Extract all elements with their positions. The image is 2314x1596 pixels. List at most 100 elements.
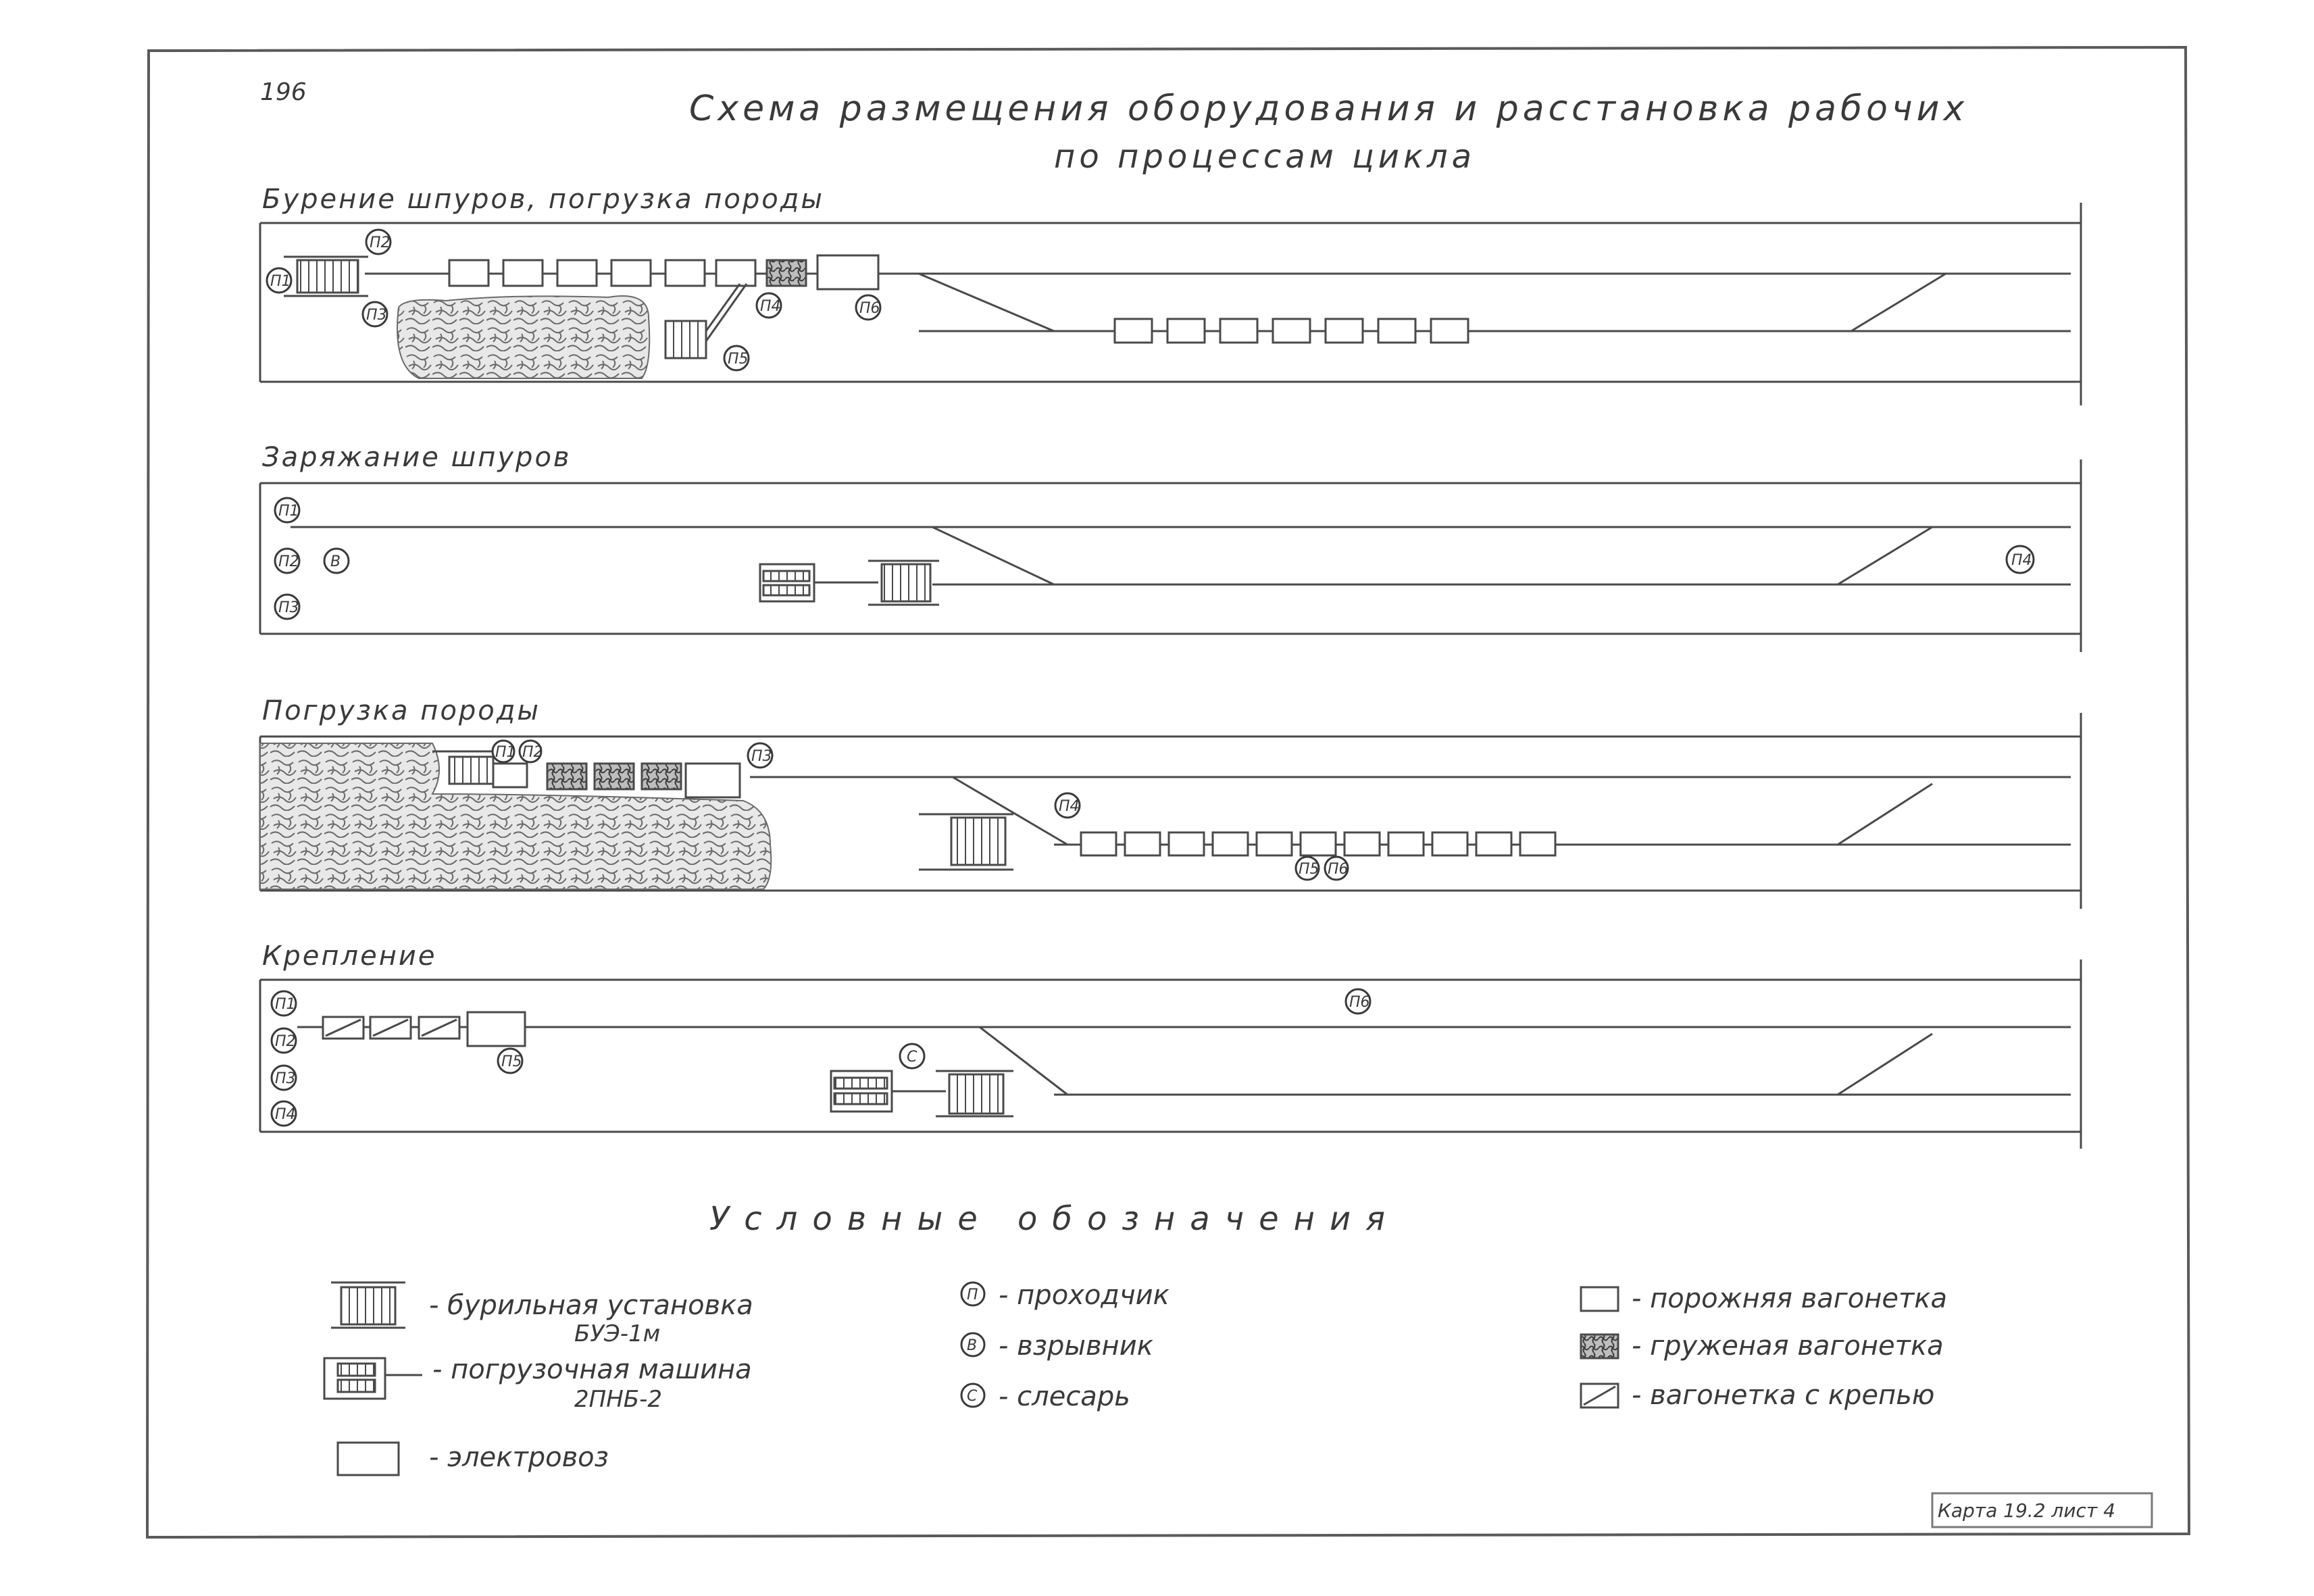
- stamp-text: Карта 19.2 лист 4: [1938, 1499, 2115, 1522]
- worker-marker: П3: [274, 593, 301, 620]
- legend-loader-label: - погрузочная машина: [432, 1354, 752, 1385]
- worker-marker: П2: [270, 1027, 297, 1054]
- worker-marker: П2: [518, 739, 543, 764]
- legend-blaster-label: - взрывник: [999, 1330, 1153, 1362]
- worker-marker: П4: [270, 1100, 297, 1127]
- worker-marker: П1: [266, 267, 293, 294]
- empty-car: [1113, 318, 1153, 344]
- worker-marker: П4: [755, 292, 782, 319]
- worker-marker: П3: [270, 1064, 297, 1091]
- section-label: Бурение шпуров, погрузка породы: [262, 184, 824, 215]
- empty-car: [1080, 831, 1117, 857]
- svg-text:П2: П2: [522, 744, 543, 761]
- loader-machine: [664, 320, 707, 359]
- legend-blaster-symbol: В: [960, 1332, 986, 1357]
- empty-car: [448, 259, 490, 287]
- loaded-car: [593, 762, 635, 791]
- locomotive: [466, 1011, 526, 1047]
- empty-car-group: [448, 259, 757, 287]
- empty-car: [1475, 831, 1513, 857]
- legend-miner-symbol: П: [960, 1281, 986, 1307]
- loaded-car-group: [546, 762, 682, 791]
- section-rock-loading: Погрузка породы: [259, 695, 2082, 909]
- legend-miner-label: - проходчик: [999, 1280, 1169, 1311]
- empty-car: [1166, 318, 1206, 344]
- svg-text:П5: П5: [1299, 861, 1319, 878]
- svg-text:П3: П3: [366, 307, 387, 324]
- svg-text:П1: П1: [270, 273, 291, 290]
- empty-car: [1299, 831, 1337, 857]
- legend-drill-rig-model: БУЭ-1м: [574, 1320, 660, 1347]
- svg-text:С: С: [967, 1388, 978, 1405]
- svg-text:В: В: [967, 1337, 977, 1354]
- drill-rig: [296, 259, 359, 294]
- loaded-car: [640, 762, 682, 791]
- section-charging: Заряжание шпуров П1 П2 В П3 П4: [259, 442, 2082, 652]
- legend-empty-car-label: - порожняя вагонетка: [1632, 1283, 1947, 1314]
- svg-text:П3: П3: [275, 1070, 296, 1087]
- legend-support-car-label: - вагонетка с крепью: [1632, 1380, 1934, 1411]
- empty-car: [1219, 318, 1259, 344]
- diagram-subtitle: по процессам цикла: [1054, 138, 1476, 176]
- empty-car: [1377, 318, 1417, 344]
- rock-pile: [259, 743, 772, 890]
- legend-empty-car-symbol: [1580, 1286, 1619, 1312]
- loader-machine: [448, 755, 495, 785]
- legend-loaded-car-symbol: [1580, 1333, 1619, 1360]
- svg-text:П4: П4: [1059, 798, 1080, 815]
- empty-car: [1519, 831, 1557, 857]
- svg-text:П5: П5: [501, 1053, 522, 1070]
- empty-car: [1124, 831, 1161, 857]
- svg-text:П5: П5: [728, 351, 749, 368]
- worker-marker: П2: [274, 547, 301, 574]
- svg-text:П1: П1: [495, 744, 516, 761]
- empty-car: [1431, 831, 1469, 857]
- section-label: Заряжание шпуров: [262, 442, 572, 473]
- loaded-car: [546, 762, 588, 791]
- worker-marker: П3: [361, 301, 388, 328]
- legend-locomotive-label: - электровоз: [429, 1442, 609, 1473]
- section-support: Крепление П1 П2 П3 П4 П5 С П6: [259, 941, 2082, 1149]
- empty-car: [610, 259, 652, 287]
- drill-rig: [950, 816, 1007, 866]
- svg-text:П1: П1: [278, 503, 299, 520]
- worker-marker: П1: [491, 739, 516, 764]
- empty-car: [1211, 831, 1249, 857]
- legend-fitter-symbol: С: [960, 1382, 986, 1408]
- empty-car: [556, 259, 598, 287]
- empty-car: [1324, 318, 1364, 344]
- section-label: Крепление: [262, 941, 436, 972]
- empty-car: [1167, 831, 1205, 857]
- legend-fitter-label: - слесарь: [999, 1381, 1130, 1412]
- worker-marker: В: [323, 547, 350, 574]
- empty-car: [1387, 831, 1425, 857]
- legend-heading: Условные обозначения: [709, 1200, 1400, 1238]
- svg-text:С: С: [907, 1049, 917, 1066]
- empty-car: [502, 259, 544, 287]
- worker-marker: П3: [747, 742, 774, 769]
- legend-drill-rig-label: - бурильная установка: [429, 1290, 753, 1321]
- worker-marker: П4: [2005, 545, 2035, 574]
- svg-text:П2: П2: [275, 1033, 296, 1050]
- locomotive: [684, 762, 741, 799]
- diagram-title: Схема размещения оборудования и расстано…: [689, 89, 1968, 129]
- empty-car: [1343, 831, 1381, 857]
- worker-marker: П2: [365, 228, 392, 255]
- support-car-group: [322, 1016, 461, 1040]
- empty-car-group: [1080, 831, 1557, 857]
- section-drilling-loading: Бурение шпуров, погрузка породы: [259, 184, 2082, 405]
- svg-text:П4: П4: [2011, 552, 2032, 569]
- locomotive: [816, 254, 880, 291]
- svg-text:П4: П4: [275, 1106, 296, 1123]
- worker-marker: П5: [1294, 855, 1320, 881]
- svg-text:П6: П6: [859, 300, 880, 317]
- svg-text:В: В: [330, 553, 341, 570]
- worker-marker: П5: [497, 1047, 524, 1074]
- svg-text:П6: П6: [1349, 994, 1370, 1011]
- worker-marker: П6: [1344, 988, 1372, 1015]
- drill-rig: [948, 1073, 1005, 1115]
- page-number: 196: [260, 78, 307, 106]
- svg-text:П2: П2: [370, 234, 391, 251]
- worker-marker: П4: [1054, 792, 1081, 819]
